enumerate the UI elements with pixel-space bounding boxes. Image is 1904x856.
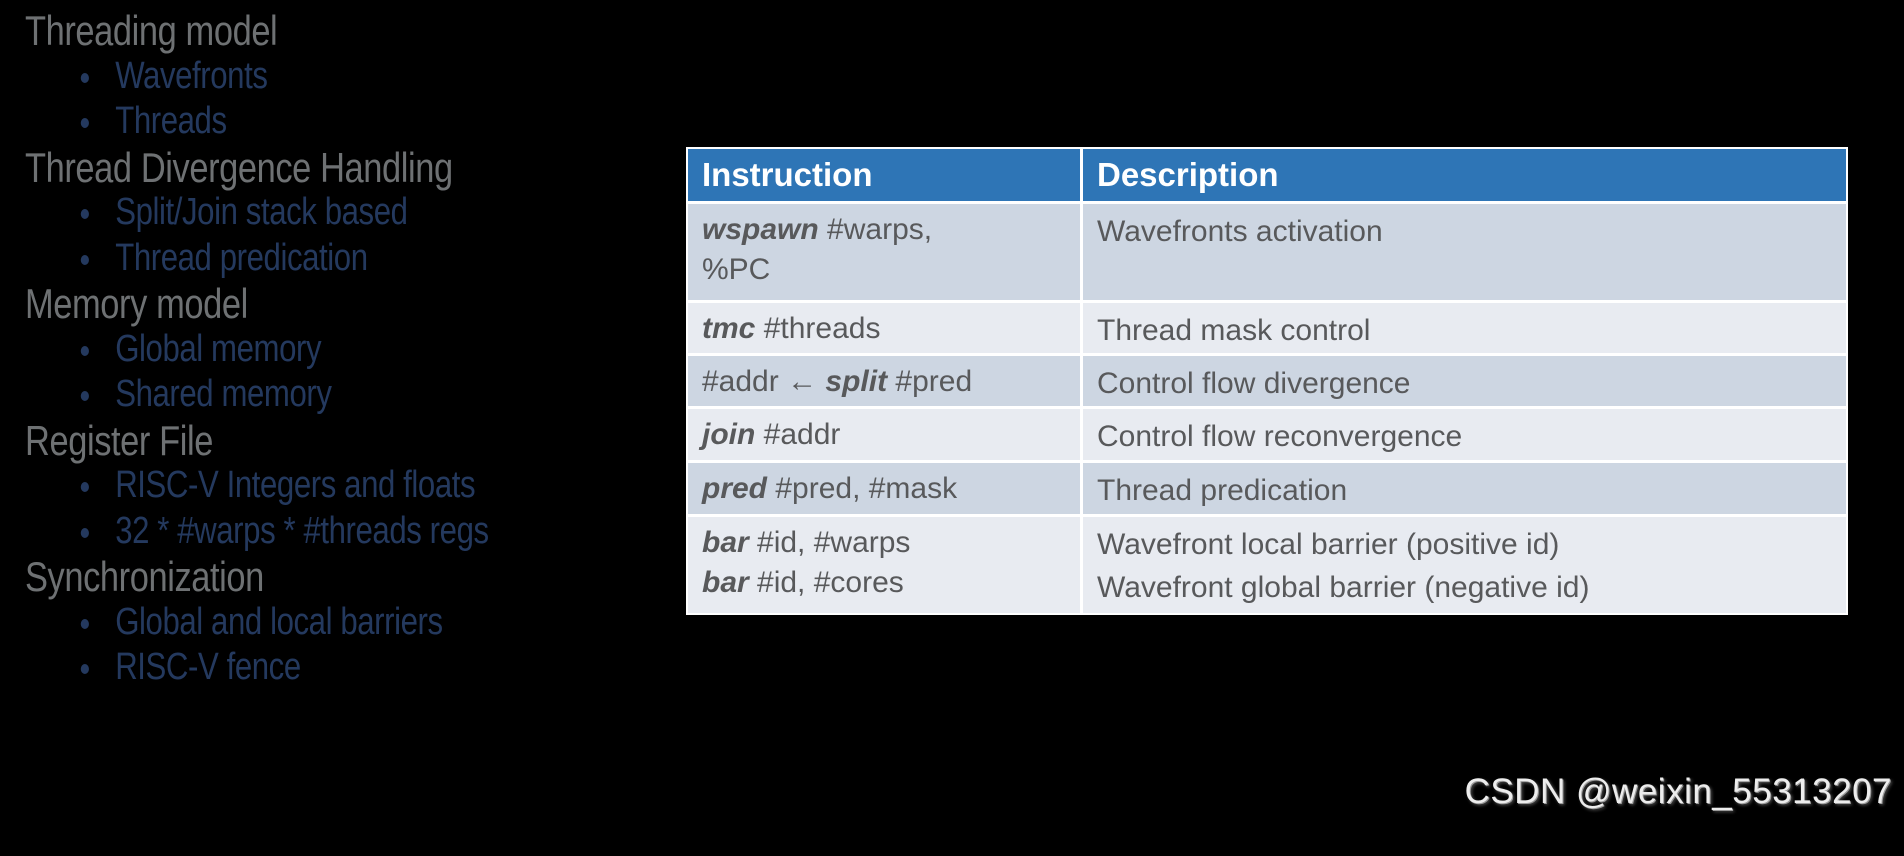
instruction-line: pred #pred, #mask xyxy=(702,469,1066,509)
operand-text: #threads xyxy=(755,312,881,345)
description-cell: Thread predication xyxy=(1083,463,1846,517)
mnemonic: bar xyxy=(702,526,749,559)
operand-text: #warps, xyxy=(818,213,933,246)
operand-text: #pred xyxy=(887,365,973,398)
instruction-line: bar #id, #warps xyxy=(702,523,1066,563)
operand-text: #id, #warps xyxy=(748,526,911,559)
outline-bullet-label: Global and local barriers xyxy=(115,600,443,643)
instruction-table: Instruction Description wspawn #warps,%P… xyxy=(686,147,1848,615)
bullet-icon xyxy=(80,72,89,83)
instruction-line: wspawn #warps, xyxy=(702,210,1066,250)
mnemonic: split xyxy=(825,365,888,398)
description-cell: Control flow divergence xyxy=(1083,356,1846,409)
outline-bullet-item: RISC-V fence xyxy=(25,645,648,691)
outline-bullet-item: RISC-V Integers and floats xyxy=(25,463,648,509)
description-line: Wavefront local barrier (positive id) xyxy=(1097,528,1560,561)
outline-heading-label: Thread Divergence Handling xyxy=(25,143,453,191)
bullet-icon xyxy=(80,664,89,674)
table-row: tmc #threads Thread mask control xyxy=(688,303,1846,356)
outline-heading: Memory model xyxy=(25,281,648,327)
operand-text: #addr xyxy=(755,418,841,451)
bullet-icon xyxy=(80,391,89,401)
instruction-line: tmc #threads xyxy=(702,309,1066,349)
outline-bullet-item: Split/Join stack based xyxy=(25,190,648,236)
bullet-icon xyxy=(80,618,89,629)
operand-text: #id, #cores xyxy=(748,566,904,599)
outline-bullet-label: Global memory xyxy=(115,327,322,370)
operand-text: #pred, #mask xyxy=(767,472,958,505)
bullet-icon xyxy=(80,482,89,492)
outline-bullet-label: Wavefronts xyxy=(115,54,268,97)
description-cell: Wavefront local barrier (positive id) Wav… xyxy=(1083,517,1846,613)
bullet-icon xyxy=(80,527,89,538)
watermark: CSDN @weixin_55313207 xyxy=(1464,772,1892,811)
instruction-cell: tmc #threads xyxy=(688,303,1083,356)
instruction-line: #addr ← split #pred xyxy=(702,362,1066,402)
mnemonic: bar xyxy=(702,566,749,599)
mnemonic: wspawn xyxy=(702,213,819,246)
operand-text: #addr ← xyxy=(702,365,826,398)
instruction-line: bar #id, #cores xyxy=(702,563,1066,603)
mnemonic: join xyxy=(702,418,756,451)
operand-text: %PC xyxy=(702,253,771,286)
outline-bullet-item: Thread predication xyxy=(25,236,648,282)
instruction-cell: join #addr xyxy=(688,409,1083,463)
instruction-cell: wspawn #warps,%PC xyxy=(688,204,1083,303)
outline-bullet-item: Global and local barriers xyxy=(25,600,648,646)
description-line: Control flow divergence xyxy=(1097,367,1411,400)
outline-bullet-item: Shared memory xyxy=(25,372,648,418)
column-header-description: Description xyxy=(1083,149,1846,204)
bullet-icon xyxy=(80,254,89,265)
mnemonic: tmc xyxy=(702,312,756,345)
description-line: Control flow reconvergence xyxy=(1097,420,1463,453)
outline-bullet-label: Thread predication xyxy=(115,236,368,279)
outline-heading-label: Register File xyxy=(25,416,213,464)
bullet-icon xyxy=(80,118,89,128)
outline-bullet-label: Threads xyxy=(115,100,227,142)
instruction-line: join #addr xyxy=(702,415,1066,455)
column-header-instruction: Instruction xyxy=(688,149,1083,204)
outline-heading-label: Threading model xyxy=(25,7,278,54)
outline-bullet-label: RISC-V Integers and floats xyxy=(115,464,476,506)
description-line: Thread mask control xyxy=(1097,314,1371,347)
description-line: Wavefront global barrier (negative id) xyxy=(1097,571,1590,604)
outline-heading: Register File xyxy=(25,416,648,464)
bullet-icon xyxy=(80,345,89,356)
outline-bullet-label: Split/Join stack based xyxy=(115,191,408,233)
instruction-cell: #addr ← split #pred xyxy=(688,356,1083,409)
instruction-line: %PC xyxy=(702,250,1066,290)
description-cell: Wavefronts activation xyxy=(1083,204,1846,303)
description-line: Thread predication xyxy=(1097,474,1348,507)
description-cell: Thread mask control xyxy=(1083,303,1846,356)
outline-bullet-item: Global memory xyxy=(25,327,648,373)
outline-bullet-item: Wavefronts xyxy=(25,54,648,100)
outline-heading-label: Synchronization xyxy=(25,553,264,600)
outline-heading: Thread Divergence Handling xyxy=(25,143,648,191)
mnemonic: pred xyxy=(702,472,768,505)
table-row: pred #pred, #mask Thread predication xyxy=(688,463,1846,517)
description-cell: Control flow reconvergence xyxy=(1083,409,1846,463)
instruction-cell: pred #pred, #mask xyxy=(688,463,1083,517)
description-line: Wavefronts activation xyxy=(1097,215,1383,248)
table-header-row: Instruction Description xyxy=(688,149,1846,204)
outline-bullet-label: 32 * #warps * #threads regs xyxy=(115,509,489,552)
outline-heading: Synchronization xyxy=(25,554,648,600)
bullet-icon xyxy=(80,209,89,219)
outline-heading-label: Memory model xyxy=(25,280,248,327)
table-row: #addr ← split #pred Control flow divergen… xyxy=(688,356,1846,409)
outline-bullet-label: RISC-V fence xyxy=(115,646,301,688)
outline-bullet-label: Shared memory xyxy=(115,373,332,415)
outline-bullet-item: 32 * #warps * #threads regs xyxy=(25,509,648,555)
outline-heading: Threading model xyxy=(25,8,648,54)
outline-bullet-item: Threads xyxy=(25,99,648,145)
table-row: join #addr Control flow reconvergence xyxy=(688,409,1846,463)
